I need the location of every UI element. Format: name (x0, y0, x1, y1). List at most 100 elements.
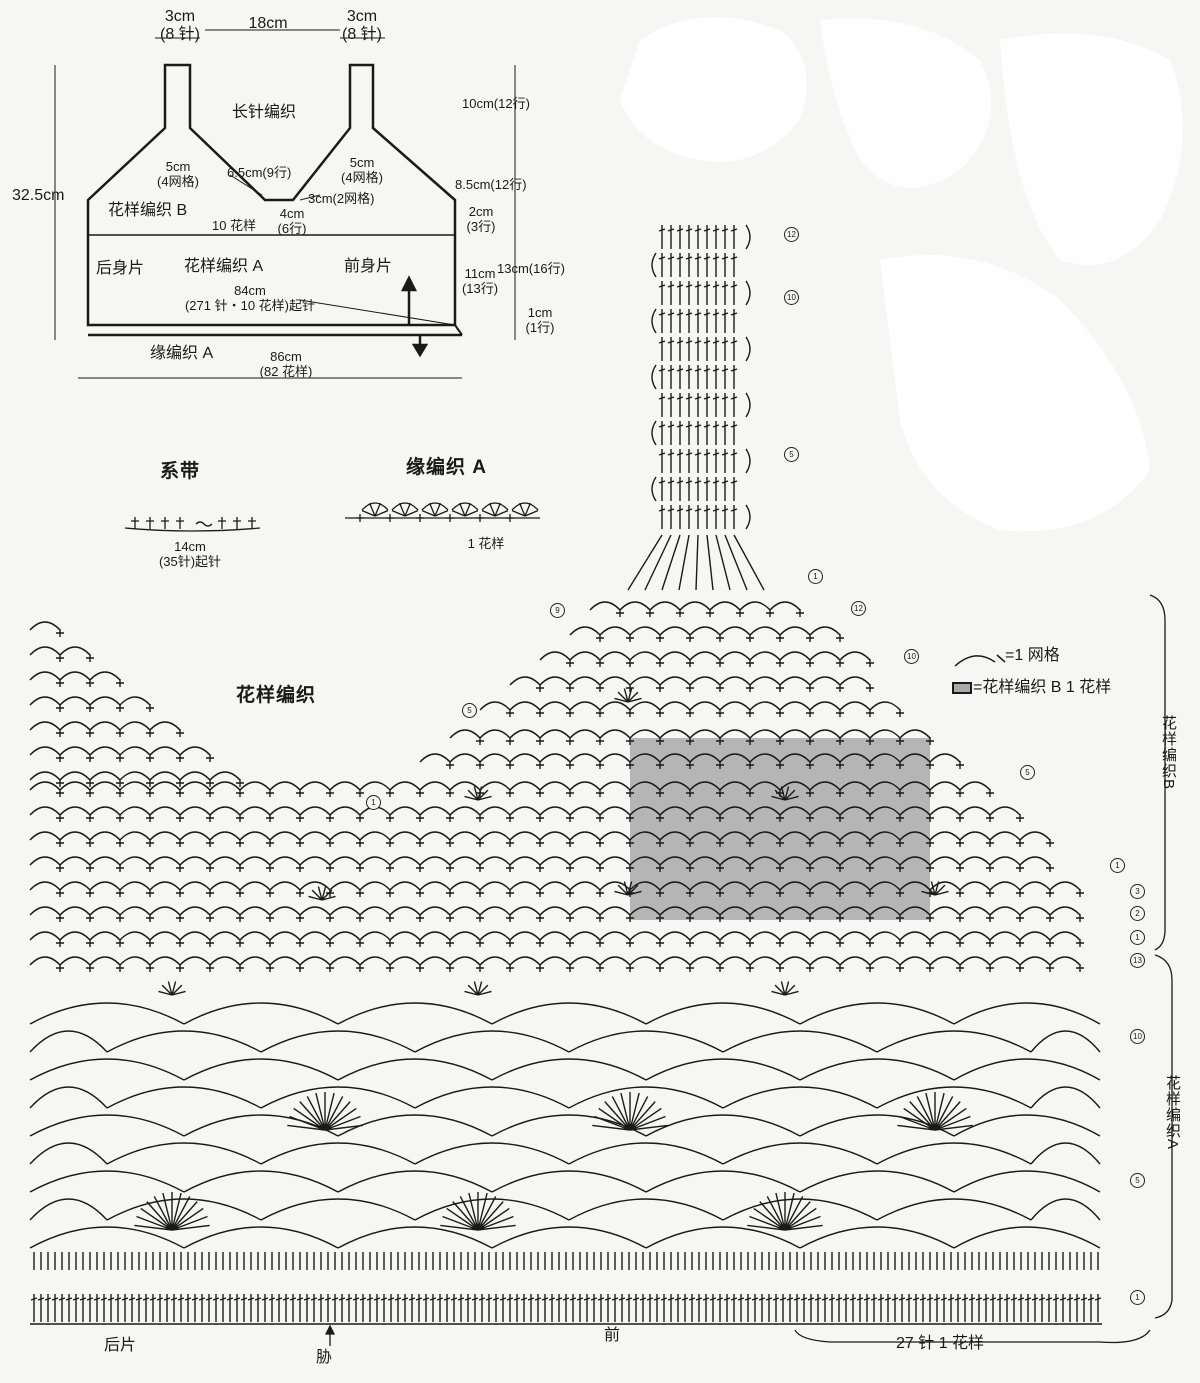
sc-stitch (56, 889, 64, 897)
sc-stitch (926, 939, 934, 947)
chain-mesh (689, 831, 721, 841)
watermark-logo (620, 17, 1183, 532)
chain-mesh (722, 1030, 878, 1053)
chain-mesh (959, 881, 991, 891)
dc-stitch (703, 337, 711, 361)
foundation-stitch (436, 1294, 444, 1322)
dc-stitch (694, 477, 702, 501)
sc-stitch (716, 939, 724, 947)
chain-mesh (689, 881, 721, 891)
chain-mesh (659, 906, 691, 916)
chain-mesh (119, 746, 151, 756)
foundation-stitch (352, 1294, 360, 1322)
dc-stitch (685, 449, 693, 473)
edge-height: 1cm(1行) (525, 305, 555, 335)
chain-mesh (183, 1002, 339, 1025)
foundation-stitch (240, 1294, 248, 1322)
sc-stitch (1076, 914, 1084, 922)
sc-stitch (896, 789, 904, 797)
chain-mesh (629, 729, 661, 739)
foundation-stitch (870, 1294, 878, 1322)
sc-stitch (56, 704, 64, 712)
chain-mesh (719, 881, 751, 891)
chain-mesh (749, 956, 781, 966)
sc-stitch (626, 684, 634, 692)
foundation-stitch (1038, 1294, 1046, 1322)
chain-mesh (929, 753, 961, 763)
chain-mesh (389, 881, 421, 891)
chain-mesh (299, 956, 331, 966)
sc-stitch (596, 761, 604, 769)
chain-mesh (419, 906, 451, 916)
total-height: 32.5cm (12, 187, 65, 204)
sc-stitch (746, 914, 754, 922)
sc-stitch (326, 789, 334, 797)
chain-mesh (989, 806, 1021, 816)
sc-stitch (446, 939, 454, 947)
sc-stitch (866, 761, 874, 769)
sc-stitch (566, 709, 574, 717)
dc-stitch (703, 505, 711, 529)
foundation-stitch (1010, 1294, 1018, 1322)
chain-mesh (29, 646, 61, 656)
chain-mesh (419, 856, 451, 866)
chain-mesh (149, 746, 181, 756)
sc-stitch (446, 964, 454, 972)
foundation-stitch (842, 1294, 850, 1322)
dc-stitch (694, 365, 702, 389)
chain-mesh (689, 856, 721, 866)
chain-mesh (929, 956, 961, 966)
tie-stitch (161, 517, 169, 529)
chain-mesh (659, 956, 691, 966)
sc-stitch (1076, 964, 1084, 972)
chain-mesh (509, 956, 541, 966)
chain-mesh (269, 956, 301, 966)
chain-mesh (899, 831, 931, 841)
chain-mesh (149, 771, 181, 781)
chain-mesh (539, 729, 571, 739)
chain-mesh (599, 701, 631, 711)
chain-mesh (389, 906, 421, 916)
sc-stitch (896, 964, 904, 972)
sc-stitch (116, 889, 124, 897)
sc-stitch (986, 839, 994, 847)
chain-mesh (329, 956, 361, 966)
dc-stitch (685, 393, 693, 417)
chain-mesh (119, 831, 151, 841)
sc-stitch (236, 889, 244, 897)
sc-stitch (116, 679, 124, 687)
chain-mesh (479, 881, 511, 891)
chain-mesh (149, 881, 181, 891)
sc-stitch (956, 761, 964, 769)
foundation-stitch (1017, 1294, 1025, 1322)
dc-stitch (721, 309, 729, 333)
sc-stitch (176, 839, 184, 847)
sc-stitch (986, 789, 994, 797)
sc-stitch (896, 939, 904, 947)
chain-mesh (329, 931, 361, 941)
foundation-stitch (282, 1294, 290, 1322)
turning-chain (745, 280, 751, 306)
sc-stitch (326, 889, 334, 897)
sc-stitch (626, 737, 634, 745)
chain-mesh (568, 1198, 724, 1221)
foundation-stitch (982, 1294, 990, 1322)
sc-stitch (116, 789, 124, 797)
chain-mesh (29, 1142, 108, 1165)
chain-mesh (599, 806, 631, 816)
shell-fan (421, 502, 449, 517)
chain-mesh (839, 729, 871, 739)
dc-stitch (658, 449, 666, 473)
sc-stitch (206, 814, 214, 822)
sc-stitch (266, 789, 274, 797)
chain-mesh (509, 906, 541, 916)
row-marker: 1 (1130, 930, 1145, 945)
chain-mesh (89, 831, 121, 841)
chain-mesh (719, 729, 751, 739)
foundation-stitch (779, 1294, 787, 1322)
chain-mesh (359, 931, 391, 941)
sc-stitch (986, 939, 994, 947)
shell-fan (464, 981, 492, 996)
sc-stitch (566, 761, 574, 769)
foundation-stitch (233, 1294, 241, 1322)
